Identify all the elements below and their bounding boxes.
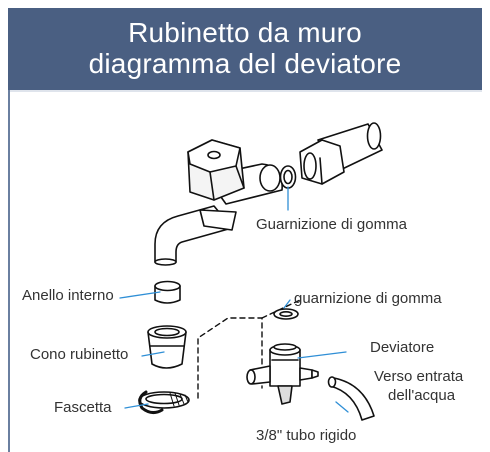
label-gasket-small: guarnizione di gomma [294,290,442,307]
frame-top-border [8,90,482,92]
inner-ring-drawing [154,280,181,304]
label-inner-ring: Anello interno [22,287,114,304]
clamp-hatching [169,392,189,407]
title-line-2: diagramma del deviatore [88,48,402,79]
faucet-cone-drawing [147,325,187,369]
label-diverter: Deviatore [370,339,435,356]
diverter-valve-drawing [246,343,319,405]
title-line-1: Rubinetto da muro [128,17,362,48]
frame-left-border [8,90,10,452]
rigid-tube-drawing [327,376,375,421]
label-faucet-cone: Cono rubinetto [30,346,129,363]
hose-clamp-drawing [138,390,190,415]
label-inlet-line-2: dell'acqua [388,387,456,404]
wall-faucet-drawing [154,139,283,266]
leader-lines [119,186,349,413]
label-rigid-tube: 3/8" tubo rigido [256,427,357,444]
title-banner: Rubinetto da muro diagramma del deviator… [8,8,482,90]
label-inlet-line-1: Verso entrata [374,368,464,385]
label-clamp: Fascetta [54,399,112,416]
label-gasket-top: Guarnizione di gomma [256,216,407,233]
supply-pipe-drawing [299,122,383,185]
